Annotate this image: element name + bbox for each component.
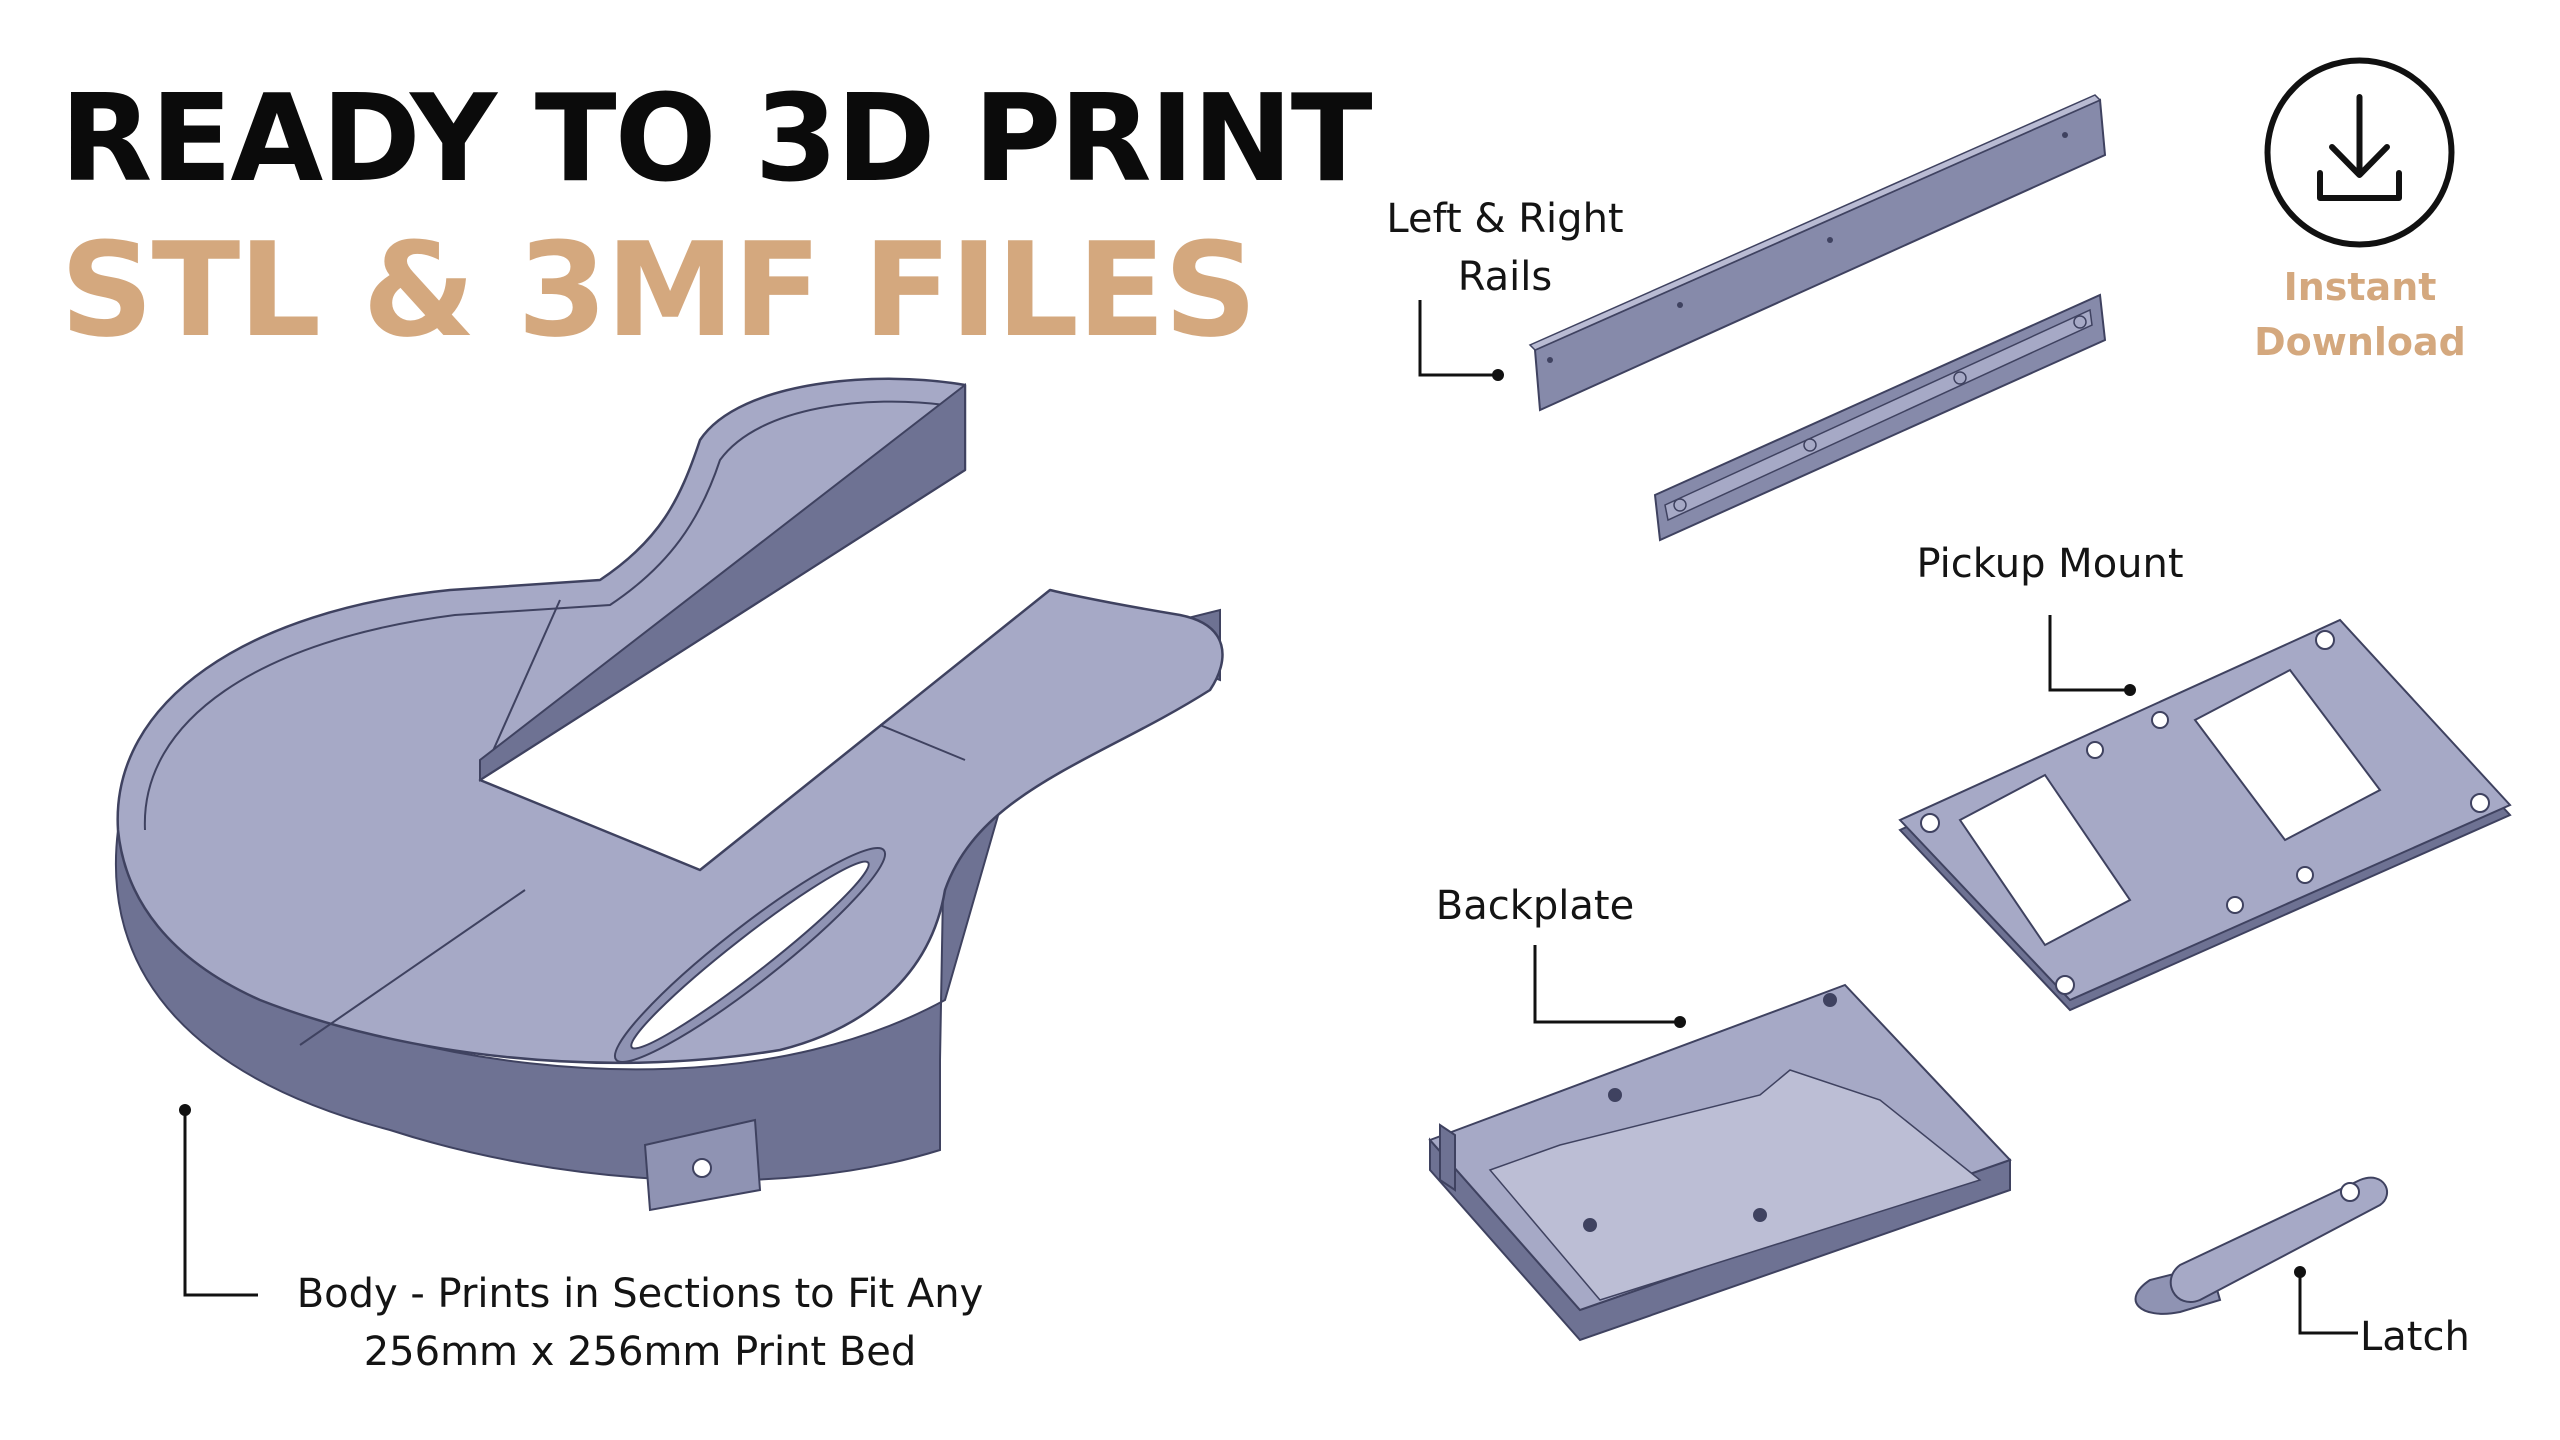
headline-line-1: READY TO 3D PRINT [60,70,1373,209]
latch-callout-line [2298,1272,2358,1335]
right-rail [1653,293,2107,542]
pickup-mount-label: Pickup Mount [1916,541,2184,587]
guitar-neck-slot [479,382,966,782]
latch-label: Latch [2360,1314,2470,1360]
pickup-mount-plate [1898,618,2512,1012]
guitar-jack-plate [643,1118,762,1212]
body-callout-line [183,1110,258,1297]
instant-download-line-1: Instant [2283,265,2437,309]
rails-callout-line [1418,300,1498,377]
guitar-body-top [116,377,1224,1065]
backplate-callout-line [1533,945,1680,1024]
guitar-body-details [143,400,966,1063]
download-icon[interactable] [2262,55,2457,250]
left-rail [1528,94,2107,412]
instant-download-line-2: Download [2254,320,2466,365]
rails-label-line-1: Left & Right [1386,196,1624,242]
latch-part [2134,1176,2389,1315]
body-label-line-2: 256mm x 256mm Print Bed [363,1329,917,1375]
body-label: Body - Prints in Sections to Fit Any 256… [270,1265,1010,1381]
rails-label: Left & Right Rails [1375,190,1635,306]
backplate-label: Backplate [1435,883,1635,929]
backplate-tray [1428,983,2012,1342]
rails-label-line-2: Rails [1457,254,1553,300]
body-label-line-1: Body - Prints in Sections to Fit Any [296,1271,984,1317]
pickup-callout-line [2048,615,2130,692]
instant-download-label[interactable]: Instant Download [2220,260,2500,370]
headline-line-2: STL & 3MF FILES [60,214,1257,366]
